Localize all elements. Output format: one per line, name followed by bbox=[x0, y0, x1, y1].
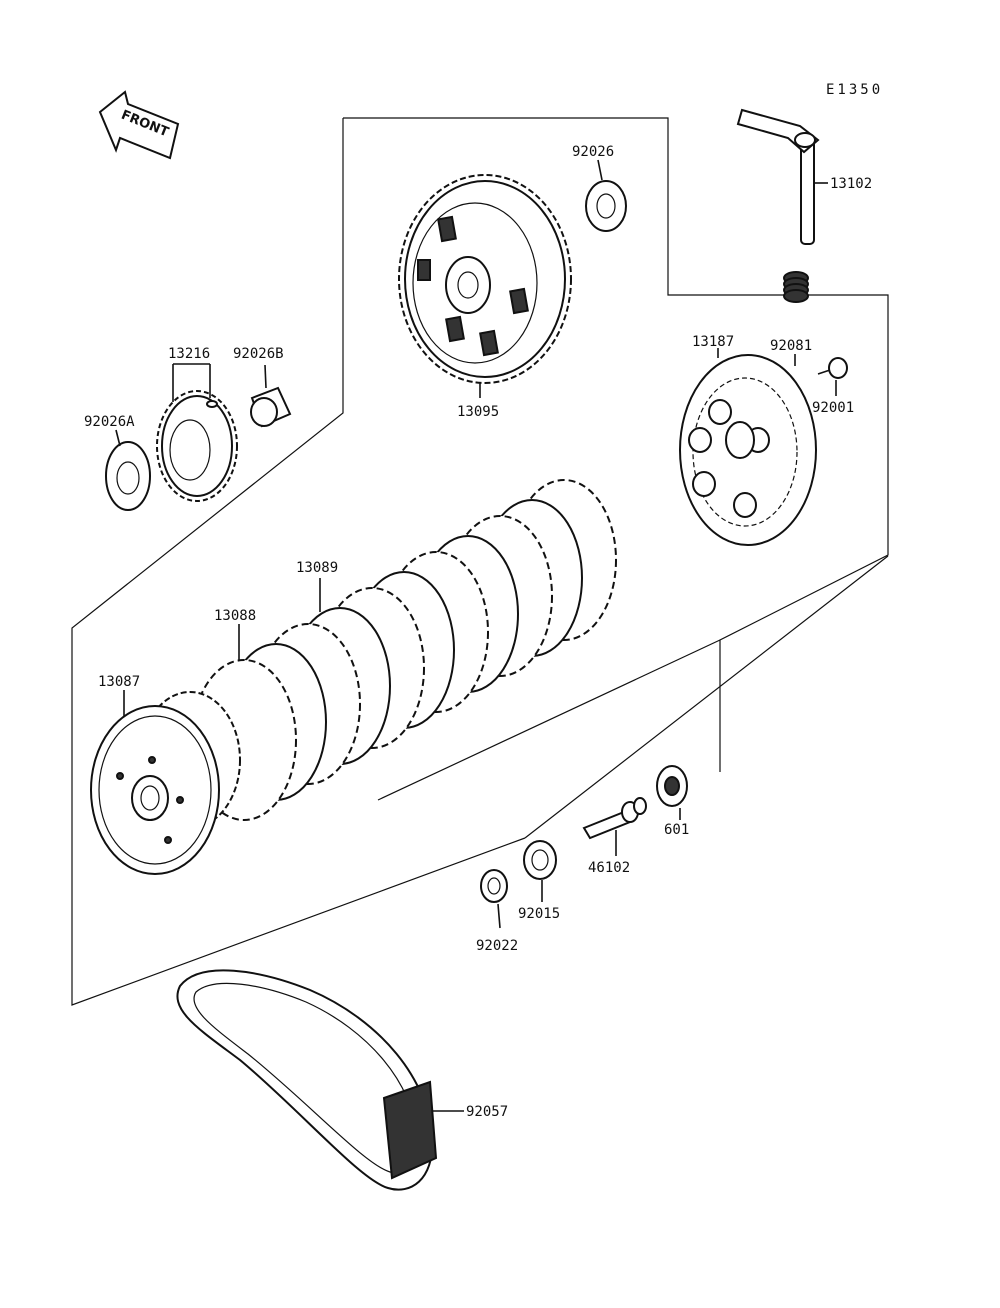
part-label-13187: 13187 bbox=[692, 334, 734, 350]
part-label-92026: 92026 bbox=[572, 144, 614, 160]
pressure-plate bbox=[679, 354, 817, 546]
part-label-13095: 13095 bbox=[457, 404, 499, 420]
part-label-92057: 92057 bbox=[466, 1104, 508, 1120]
drive-chain bbox=[176, 969, 438, 1191]
bushing-92026B bbox=[250, 386, 292, 428]
washer-92026 bbox=[585, 180, 627, 232]
washer-92022 bbox=[480, 869, 508, 903]
part-label-92015: 92015 bbox=[518, 906, 560, 922]
clutch-spring bbox=[783, 271, 809, 303]
part-label-92081: 92081 bbox=[770, 338, 812, 354]
part-label-46102: 46102 bbox=[588, 860, 630, 876]
part-label-92026A: 92026A bbox=[84, 414, 135, 430]
part-label-92022: 92022 bbox=[476, 938, 518, 954]
nut-92015 bbox=[523, 840, 557, 880]
part-label-13088: 13088 bbox=[214, 608, 256, 624]
clutch-release-shaft bbox=[736, 108, 820, 245]
push-rod-46102 bbox=[582, 797, 647, 840]
friction-and-steel-plates bbox=[191, 479, 617, 821]
clutch-housing-gear bbox=[398, 174, 572, 384]
part-label-92026B: 92026B bbox=[233, 346, 284, 362]
diagram-code: E1350 bbox=[826, 82, 883, 98]
part-label-13089: 13089 bbox=[296, 560, 338, 576]
part-label-13216: 13216 bbox=[168, 346, 210, 362]
sprocket-gear-13216 bbox=[156, 390, 238, 502]
part-label-13087: 13087 bbox=[98, 674, 140, 690]
bolt-92001 bbox=[817, 357, 848, 379]
part-label-13102: 13102 bbox=[830, 176, 872, 192]
washer-92026A bbox=[105, 441, 151, 511]
clutch-hub bbox=[90, 691, 241, 875]
front-arrow-icon: FRONT bbox=[98, 90, 180, 160]
bearing-601 bbox=[656, 765, 688, 807]
part-label-601: 601 bbox=[664, 822, 689, 838]
part-label-92001: 92001 bbox=[812, 400, 854, 416]
